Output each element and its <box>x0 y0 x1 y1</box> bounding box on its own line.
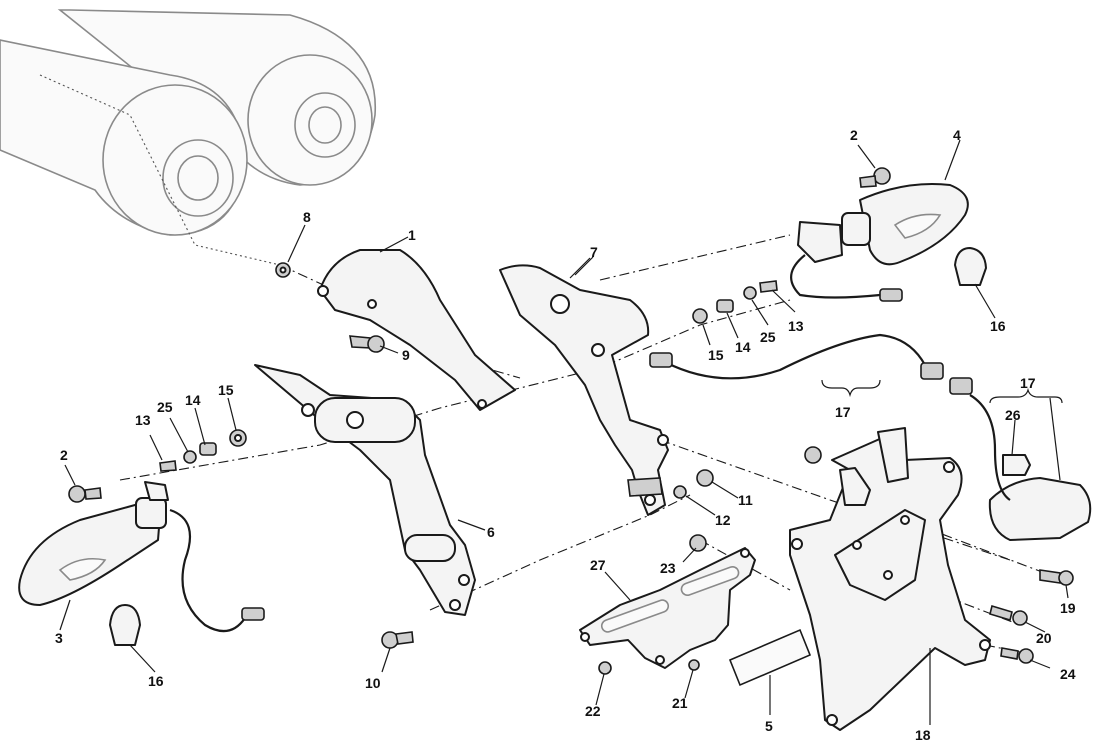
callout-1: 1 <box>408 227 416 243</box>
bracket-part-6 <box>254 364 476 616</box>
callout-15-left: 15 <box>218 382 234 398</box>
callout-8: 8 <box>303 209 311 225</box>
callout-5: 5 <box>765 718 773 734</box>
leader-lines <box>59 139 1069 725</box>
callout-6: 6 <box>487 524 495 540</box>
callout-2-top: 2 <box>850 127 858 143</box>
callout-11: 11 <box>738 492 753 508</box>
reflector-bracket <box>579 547 756 669</box>
callout-19: 19 <box>1060 600 1076 616</box>
callout-3: 3 <box>55 630 63 646</box>
callout-21: 21 <box>672 695 688 711</box>
callout-14-left: 14 <box>185 392 201 408</box>
callout-23: 23 <box>660 560 676 576</box>
callout-13-left: 13 <box>135 412 151 428</box>
callout-25-left: 25 <box>157 399 173 415</box>
reflector <box>728 628 812 687</box>
license-plate-holder <box>789 427 991 731</box>
callout-25-right: 25 <box>760 329 776 345</box>
callout-16-right: 16 <box>990 318 1006 334</box>
callout-26: 26 <box>1005 407 1021 423</box>
callout-22: 22 <box>585 703 601 719</box>
callout-7: 7 <box>590 244 598 260</box>
exhaust-silencers-ghost <box>0 9 377 236</box>
callout-17-left: 17 <box>835 404 851 420</box>
turn-signal-left <box>18 481 265 633</box>
bracket-part-1 <box>317 249 516 411</box>
callout-17-right: 17 <box>1020 375 1036 391</box>
callout-9: 9 <box>402 347 410 363</box>
callout-10: 10 <box>365 675 381 691</box>
bracket-part-7 <box>499 264 669 516</box>
callout-16-left: 16 <box>148 673 164 689</box>
callout-12: 12 <box>715 512 731 528</box>
callout-labels: 1 2 2 3 4 5 6 7 8 9 10 11 12 13 13 14 14… <box>55 127 1076 743</box>
callout-24: 24 <box>1060 666 1076 682</box>
callout-13-right: 13 <box>788 318 804 334</box>
tail-light-assembly <box>649 333 1092 541</box>
callout-15-right: 15 <box>708 347 724 363</box>
callout-20: 20 <box>1036 630 1052 646</box>
turn-signal-right <box>790 183 969 302</box>
callout-4: 4 <box>953 127 961 143</box>
callout-2-left: 2 <box>60 447 68 463</box>
callout-27: 27 <box>590 557 606 573</box>
callout-18: 18 <box>915 727 931 743</box>
wiring-braces <box>821 379 1063 404</box>
hardware <box>68 167 1074 675</box>
callout-14-right: 14 <box>735 339 751 355</box>
